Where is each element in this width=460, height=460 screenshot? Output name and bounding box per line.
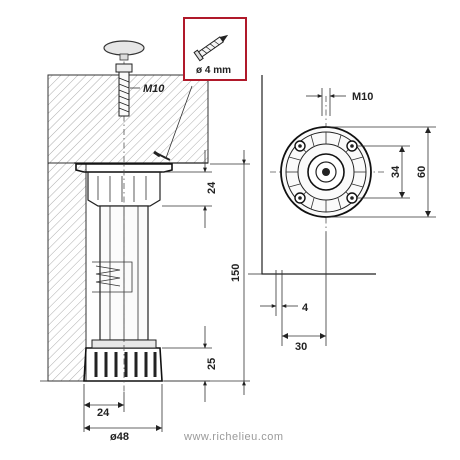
- top-view: M10 34 60 4 30: [248, 75, 436, 353]
- dim-150: 150: [230, 264, 242, 282]
- cabinet-side-wall: [47, 162, 87, 382]
- dim-24-upper: 24: [206, 181, 218, 194]
- center-hole: [322, 168, 330, 176]
- dim-30: 30: [295, 341, 307, 353]
- dim-24-bottom: 24: [97, 407, 110, 419]
- dim-25: 25: [206, 358, 218, 370]
- dim-48: ø48: [110, 431, 129, 443]
- screw-callout: ø 4 mm: [183, 17, 247, 81]
- section-view: M10 ø 4 mm: [40, 17, 250, 443]
- m10-label-right: M10: [352, 91, 373, 103]
- dim-4: 4: [302, 302, 309, 314]
- dim-34: 34: [390, 165, 402, 178]
- upper-collar: [87, 171, 161, 207]
- m10-label-left: M10: [143, 83, 165, 95]
- cap-icon: [103, 40, 145, 61]
- website-url: www.richelieu.com: [183, 431, 284, 443]
- dim-60: 60: [416, 166, 428, 178]
- screw-diameter-label: ø 4 mm: [196, 65, 231, 76]
- bolt-m10: [115, 63, 133, 117]
- screw-icon: [153, 150, 171, 161]
